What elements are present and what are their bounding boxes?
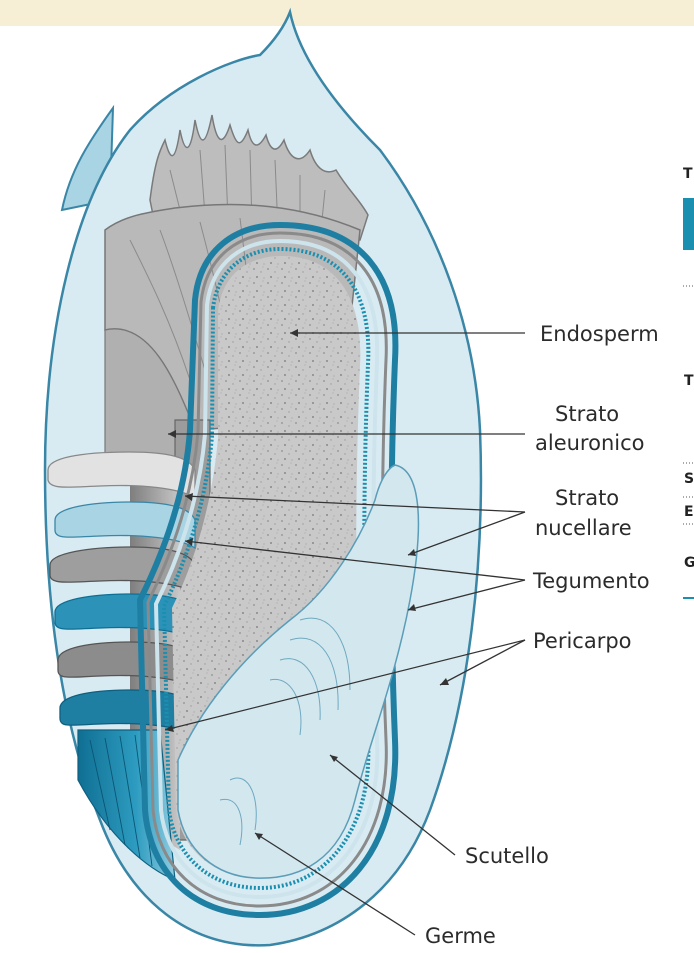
edge-letter-e: E xyxy=(684,504,694,520)
label-nucellar-line1: Strato xyxy=(555,486,619,510)
edge-letter-t2: T xyxy=(684,373,694,389)
label-tegument: Tegumento xyxy=(532,569,650,593)
label-aleuronic-line2: aleuronico xyxy=(535,431,645,455)
edge-accent-block xyxy=(683,198,694,250)
label-nucellar-line2: nucellare xyxy=(535,516,632,540)
cropped-side-table: T T S E G xyxy=(683,166,694,598)
edge-letter-s: S xyxy=(684,471,694,487)
edge-letter-g: G xyxy=(684,555,694,571)
label-pericarp: Pericarpo xyxy=(533,629,632,653)
label-scutellum: Scutello xyxy=(465,844,549,868)
top-band xyxy=(0,0,694,26)
label-germ: Germe xyxy=(425,924,496,948)
label-aleuronic-line1: Strato xyxy=(555,402,619,426)
edge-letter-t1: T xyxy=(683,166,693,182)
label-endosperm: Endosperm xyxy=(540,322,659,346)
